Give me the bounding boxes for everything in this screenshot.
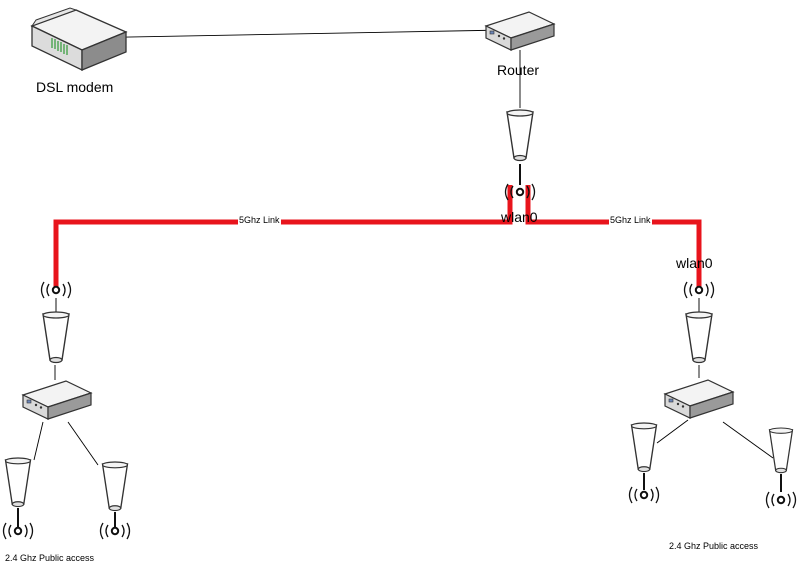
right-5ghz-link-line [525,185,702,292]
left-access-point-icon [40,280,72,364]
right-public-ap-2-icon [765,427,797,510]
wireless-links [53,185,702,292]
right-switch-icon [664,379,734,419]
router-label: Router [497,62,540,78]
left-switch-ap1-wire [33,421,44,461]
left-public-access-label: 2.4 Ghz Public access [5,553,95,563]
right-5ghz-link-label: 5Ghz Link [609,215,652,225]
left-public-ap-2-icon [99,461,131,541]
dsl-modem-label: DSL modem [36,79,114,95]
central-access-point-icon [504,109,536,202]
right-switch-ap2-wire [722,421,774,459]
central-wlan-label: wlan0 [501,209,538,225]
dsl-modem-icon [30,7,128,72]
left-5ghz-link-label: 5Ghz Link [238,215,281,225]
right-switch-ap1-wire [656,419,689,444]
router-icon [485,11,555,51]
wiring [33,29,774,466]
left-switch-icon [22,380,92,420]
left-5ghz-link-line [53,185,513,292]
right-public-ap-1-icon [628,422,660,505]
right-public-access-label: 2.4 Ghz Public access [669,541,759,551]
left-switch-ap2-wire [67,421,99,466]
modem-router-wire [75,29,506,39]
right-wlan-label: wlan0 [676,255,713,271]
left-public-ap-1-icon [2,457,34,541]
right-access-point-icon [683,280,715,364]
